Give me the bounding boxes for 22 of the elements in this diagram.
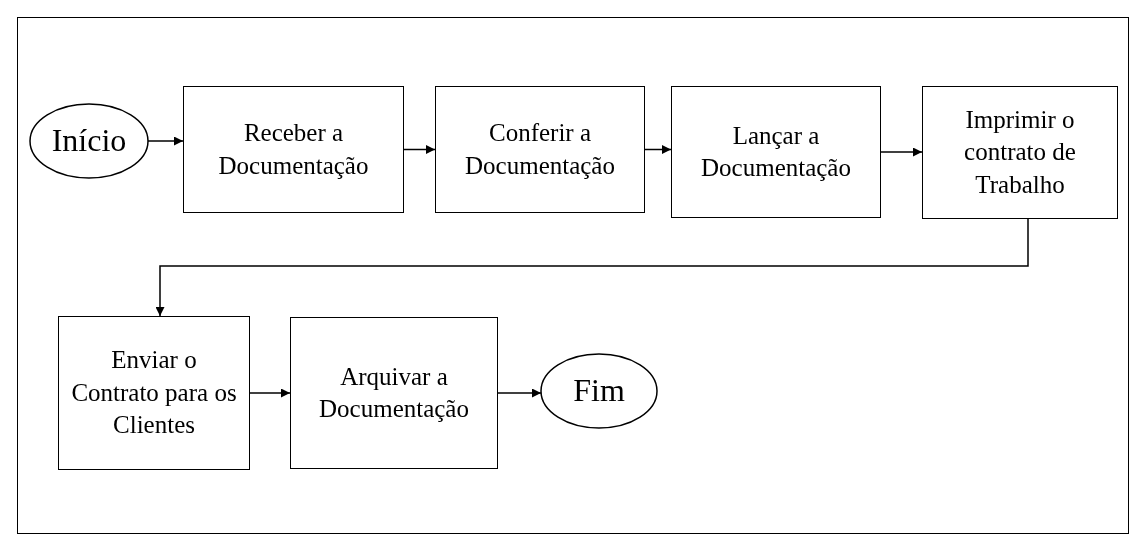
arrow <box>497 388 542 398</box>
terminal-ellipse <box>541 354 657 428</box>
arrow <box>880 147 923 157</box>
terminal-ellipse <box>30 104 148 178</box>
process-box <box>290 317 498 469</box>
step-label: Arquivar a Documentação <box>318 361 470 424</box>
step-label: Receber a Documentação <box>217 118 370 181</box>
step-label: Imprimir o contrato de Trabalho <box>963 104 1077 200</box>
arrow <box>249 388 291 398</box>
process-box <box>671 86 881 218</box>
process-box <box>58 316 250 470</box>
step-label: Conferir a Documentação <box>464 118 616 181</box>
step-label: Início <box>50 121 128 161</box>
step-label: Lançar a Documentação <box>700 120 852 183</box>
step-label: Fim <box>572 371 626 411</box>
arrow <box>155 218 1029 317</box>
step-label: Enviar o Contrato para os Clientes <box>70 345 238 441</box>
arrow <box>644 145 672 154</box>
process-box <box>183 86 404 213</box>
arrow <box>403 145 436 154</box>
process-box <box>922 86 1118 219</box>
process-box <box>435 86 645 213</box>
